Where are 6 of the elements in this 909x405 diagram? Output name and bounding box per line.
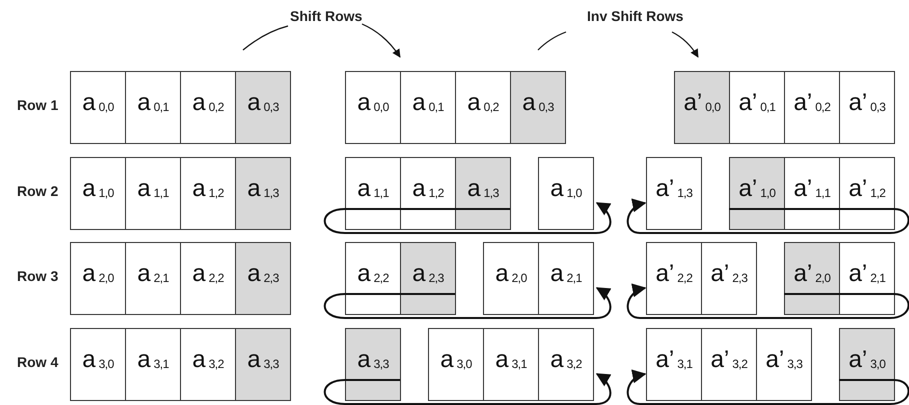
row-label: Row 4 bbox=[17, 354, 58, 370]
row-label: Row 3 bbox=[17, 268, 58, 284]
row-label: Row 1 bbox=[17, 97, 58, 113]
operation-label: Shift Rows bbox=[290, 8, 362, 24]
row-label: Row 2 bbox=[17, 183, 58, 199]
operation-label: Inv Shift Rows bbox=[587, 8, 684, 24]
